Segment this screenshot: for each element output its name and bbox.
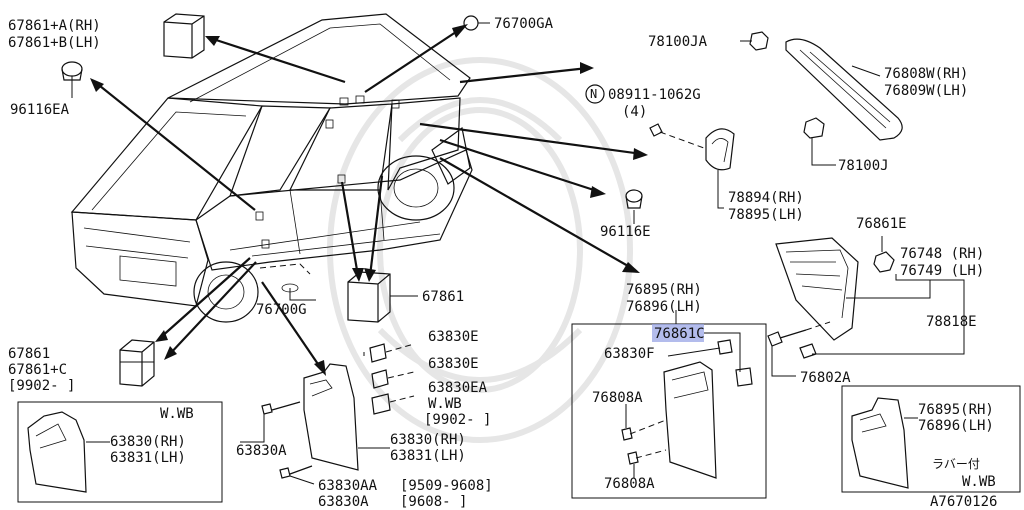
label-right-box-rh: 76895(RH) xyxy=(918,402,994,418)
label-63830f: 63830F xyxy=(604,346,655,362)
label-63830aa: 63830AA xyxy=(318,478,378,494)
label-63830ea-wwb: W.WB xyxy=(428,396,462,412)
label-76700ga: 76700GA xyxy=(494,16,554,32)
label-08911-prefix: N xyxy=(590,87,597,101)
watermark xyxy=(327,57,633,443)
label-78818e: 78818E xyxy=(926,314,977,330)
label-left-box-lh: 63831(LH) xyxy=(110,450,186,466)
label-78100ja: 78100JA xyxy=(648,34,708,50)
label-63830a: 63830A xyxy=(236,443,287,459)
label-76861e: 76861E xyxy=(856,216,907,232)
label-67861-c: 67861+C xyxy=(8,362,67,378)
leader-lines xyxy=(71,22,965,485)
label-78894-rh: 78894(RH) xyxy=(728,190,804,206)
label-63830ea: 63830EA xyxy=(428,380,488,396)
highlight-76861c xyxy=(652,324,704,342)
label-78895-lh: 78895(LH) xyxy=(728,207,804,223)
label-76749-lh: 76749 (LH) xyxy=(900,263,984,279)
label-67861-b-lh: 67861+B(LH) xyxy=(8,35,101,51)
label-76700g: 76700G xyxy=(256,302,307,318)
label-63830a-2: 63830A xyxy=(318,494,369,510)
label-right-box-wwb: W.WB xyxy=(962,474,996,490)
arrows xyxy=(90,24,648,376)
label-96116e: 96116E xyxy=(600,224,651,240)
detail-box-center xyxy=(571,310,767,499)
label-67861-c-range: [9902- ] xyxy=(8,378,75,394)
label-67861-left: 67861 xyxy=(8,346,50,362)
label-67861-a-rh: 67861+A(RH) xyxy=(8,18,101,34)
label-left-box-rh: 63830(RH) xyxy=(110,434,186,450)
label-63831-lh: 63831(LH) xyxy=(390,448,466,464)
label-76808a-2: 76808A xyxy=(604,476,655,492)
figure-number: A7670126 xyxy=(930,494,997,510)
label-63830ea-range: [9902- ] xyxy=(424,412,491,428)
label-76809w-lh: 76809W(LH) xyxy=(884,83,968,99)
label-63830aa-range: [9509-9608] xyxy=(400,478,493,494)
label-left-box-wwb: W.WB xyxy=(160,406,194,422)
detail-box-left-wwb xyxy=(17,401,223,503)
label-76861c: 76861C xyxy=(654,326,705,342)
label-63830e-1: 63830E xyxy=(428,329,479,345)
label-76748-rh: 76748 (RH) xyxy=(900,246,984,262)
label-76895-center: 76895(RH) xyxy=(626,282,702,298)
label-63830e-2: 63830E xyxy=(428,356,479,372)
label-76808w-rh: 76808W(RH) xyxy=(884,66,968,82)
label-08911-qty: (4) xyxy=(622,104,647,120)
label-63830-rh: 63830(RH) xyxy=(390,432,466,448)
part-icons xyxy=(61,13,903,479)
label-08911: 08911-1062G xyxy=(608,87,701,103)
label-78100j: 78100J xyxy=(838,158,889,174)
label-67861-center: 67861 xyxy=(422,289,464,305)
label-76808a-1: 76808A xyxy=(592,390,643,406)
label-76802a: 76802A xyxy=(800,370,851,386)
detail-box-right-wwb xyxy=(841,385,1021,493)
label-right-box-rubber: ラバー付 xyxy=(932,457,980,471)
label-76896-center: 76896(LH) xyxy=(626,299,702,315)
label-right-box-lh: 76896(LH) xyxy=(918,418,994,434)
label-63830a-2-range: [9608- ] xyxy=(400,494,467,510)
label-96116ea: 96116EA xyxy=(10,102,70,118)
callout-labels: 67861+A(RH) 67861+B(LH) 76700GA 96116EA … xyxy=(8,16,997,510)
